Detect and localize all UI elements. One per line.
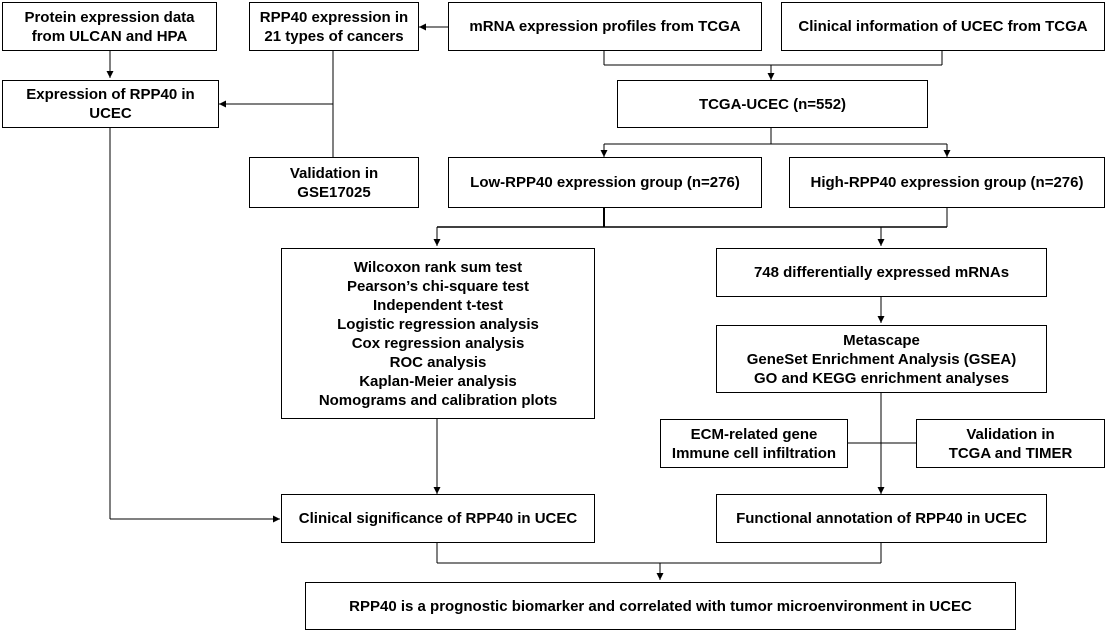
- box-text-line: Independent t-test: [373, 296, 503, 314]
- box-text-line: Clinical information of UCEC from TCGA: [798, 18, 1088, 35]
- box-text-line: TCGA-UCEC (n=552): [698, 95, 847, 113]
- box-text-line: RPP40 expression in: [259, 8, 409, 26]
- box-text-line: Low-RPP40 expression group (n=276): [470, 174, 740, 191]
- box-text-line: Immune cell infiltration: [671, 444, 837, 462]
- box-text-line: 748 differentially expressed mRNAs: [753, 264, 1010, 281]
- low-group-box: Low-RPP40 expression group (n=276): [448, 157, 762, 208]
- tcga-ucec-box: TCGA-UCEC (n=552): [617, 80, 928, 128]
- box-text-line: Validation in: [289, 164, 379, 182]
- box-text-line: Protein expression data: [24, 8, 195, 26]
- deg-mrnas-box: 748 differentially expressed mRNAs: [716, 248, 1047, 297]
- box-text-line: Functional annotation of RPP40 in UCEC: [736, 510, 1027, 527]
- mrna-tcga-box: mRNA expression profiles from TCGA: [448, 2, 762, 51]
- box-text-line: Metascape: [843, 331, 920, 349]
- box-text-line: GeneSet Enrichment Analysis (GSEA): [746, 350, 1017, 368]
- box-text-line: GO and KEGG enrichment analyses: [753, 369, 1010, 387]
- box-text-line: Expression of RPP40 in: [26, 86, 195, 103]
- high-group-box: High-RPP40 expression group (n=276): [789, 157, 1105, 208]
- box-text-line: Pearson’s chi-square test: [346, 277, 529, 295]
- box-text-line: GSE17025: [297, 183, 371, 201]
- clinical-tcga-box: Clinical information of UCEC from TCGA: [781, 2, 1105, 51]
- box-text-line: UCEC: [89, 105, 132, 122]
- box-text-line: ROC analysis: [389, 353, 487, 371]
- box-text-line: TCGA and TIMER: [948, 444, 1073, 462]
- box-text-line: 21 types of cancers: [264, 27, 404, 45]
- box-text-line: Cox regression analysis: [351, 334, 525, 352]
- box-text-line: Wilcoxon rank sum test: [353, 258, 523, 276]
- clinical-significance-box: Clinical significance of RPP40 in UCEC: [281, 494, 595, 543]
- box-text-line: High-RPP40 expression group (n=276): [810, 174, 1084, 191]
- box-text-line: Clinical significance of RPP40 in UCEC: [298, 510, 578, 527]
- expression-ucec-box: Expression of RPP40 in UCEC: [2, 80, 219, 128]
- box-text-line: ECM-related gene: [690, 425, 818, 443]
- box-text-line: mRNA expression profiles from TCGA: [469, 18, 741, 35]
- box-text-line: Logistic regression analysis: [337, 315, 539, 333]
- box-text-line: Validation in: [966, 425, 1055, 443]
- box-text-line: Nomograms and calibration plots: [318, 391, 558, 409]
- conclusion-box: RPP40 is a prognostic biomarker and corr…: [305, 582, 1016, 630]
- box-text-line: RPP40 is a prognostic biomarker and corr…: [349, 597, 972, 615]
- box-text-line: Kaplan-Meier analysis: [359, 372, 517, 390]
- functional-annotation-box: Functional annotation of RPP40 in UCEC: [716, 494, 1047, 543]
- box-text-line: from ULCAN and HPA: [31, 27, 188, 45]
